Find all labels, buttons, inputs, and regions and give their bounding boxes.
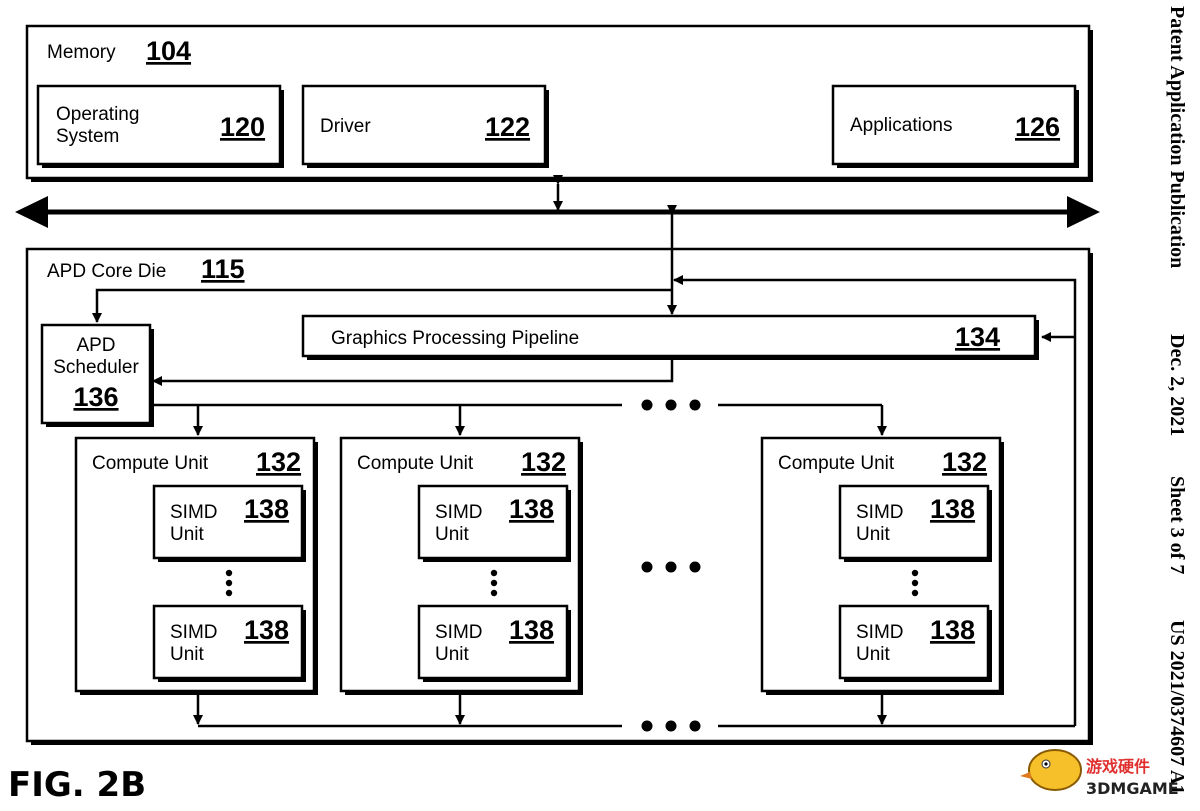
compute-unit-2: Compute Unit 132 SIMD Unit 138 SIMD Unit… [339,436,583,695]
simd-unit-ref: 138 [244,615,289,645]
ellipsis-dot [225,569,233,577]
simd-unit-label-line2: Unit [435,524,470,545]
graphics-pipeline-box: Graphics Processing Pipeline 134 [301,314,1039,360]
ellipsis-dot [911,569,919,577]
simd-unit-label-line2: Unit [435,644,470,665]
simd-unit-box: SIMD Unit 138 [417,484,571,562]
simd-unit-label-line1: SIMD [435,622,483,643]
ellipsis-dot [225,579,233,587]
simd-unit-ref: 138 [244,494,289,524]
compute-unit-ref: 132 [256,447,301,477]
ellipsis-dot [490,579,498,587]
ellipsis-dot [641,561,653,573]
simd-unit-ref: 138 [930,615,975,645]
compute-unit-3: Compute Unit 132 SIMD Unit 138 SIMD Unit… [760,436,1004,695]
feedback-bus [193,337,1077,732]
watermark-text-cn: 游戏硬件 [1086,757,1150,776]
apd-core-ref: 115 [201,254,245,284]
simd-unit-label-line1: SIMD [856,622,904,643]
operating-system-label-line2: System [56,126,119,147]
header-publication: Patent Application Publication [1166,6,1188,268]
system-bus [15,175,1100,228]
apd-core-label: APD Core Die [47,261,166,282]
operating-system-label-line1: Operating [56,104,139,125]
dispatch-lines [153,399,887,436]
ellipsis-dot [490,569,498,577]
ellipsis-dot [225,589,233,597]
operating-system-box: Operating System 120 [36,84,284,168]
apd-scheduler-ref: 136 [73,382,118,412]
simd-unit-label-line1: SIMD [435,502,483,523]
simd-unit-box: SIMD Unit 138 [417,604,571,682]
compute-unit-label: Compute Unit [778,453,895,474]
simd-unit-label-line2: Unit [856,644,891,665]
figure-label: FIG. 2B [8,765,146,805]
applications-box: Applications 126 [831,84,1079,168]
watermark-text-en: 3DMGAME [1086,779,1179,798]
simd-unit-box: SIMD Unit 138 [152,604,306,682]
driver-ref: 122 [485,112,530,142]
graphics-pipeline-label: Graphics Processing Pipeline [331,328,579,349]
ellipsis-dot [665,399,677,411]
simd-unit-ref: 138 [509,494,554,524]
simd-unit-label-line1: SIMD [170,622,218,643]
compute-unit-ellipsis [641,561,701,573]
ellipsis-dot [641,720,653,732]
memory-label: Memory [47,42,116,63]
apd-scheduler-label-line1: APD [76,335,115,356]
ellipsis-dot [689,561,701,573]
compute-unit-ref: 132 [942,447,987,477]
simd-unit-box: SIMD Unit 138 [152,484,306,562]
header-date: Dec. 2, 2021 [1166,334,1188,436]
ellipsis-dot [689,720,701,732]
operating-system-ref: 120 [220,112,265,142]
ellipsis-dot [689,399,701,411]
driver-box: Driver 122 [301,84,549,168]
compute-unit-1: Compute Unit 132 SIMD Unit 138 SIMD Unit… [74,436,318,695]
simd-unit-label-line1: SIMD [856,502,904,523]
header-sheet: Sheet 3 of 7 [1166,476,1188,574]
compute-unit-label: Compute Unit [92,453,209,474]
bus-connectors [92,205,1077,386]
memory-ref: 104 [146,36,191,66]
simd-unit-box: SIMD Unit 138 [838,604,992,682]
simd-unit-label-line2: Unit [856,524,891,545]
applications-label: Applications [850,115,952,136]
applications-ref: 126 [1015,112,1060,142]
watermark-logo: 游戏硬件 3DMGAME [1020,749,1179,798]
ellipsis-dot [665,720,677,732]
ellipsis-dot [665,561,677,573]
apd-scheduler-box: APD Scheduler 136 [40,323,154,427]
ellipsis-dot [490,589,498,597]
duck-icon [1028,749,1082,791]
simd-unit-ref: 138 [930,494,975,524]
ellipsis-dot [911,589,919,597]
ellipsis-dot [911,579,919,587]
apd-scheduler-label-line2: Scheduler [53,357,139,378]
simd-unit-label-line1: SIMD [170,502,218,523]
driver-label: Driver [320,116,371,137]
simd-unit-label-line2: Unit [170,524,205,545]
memory-block: Memory 104 Operating System 120 Driver 1… [25,24,1093,182]
simd-unit-box: SIMD Unit 138 [838,484,992,562]
patent-header: Patent Application Publication Dec. 2, 2… [1166,6,1188,794]
compute-unit-label: Compute Unit [357,453,474,474]
compute-unit-ref: 132 [521,447,566,477]
ellipsis-dot [641,399,653,411]
header-number: US 2021/0374607 A1 [1166,620,1188,794]
simd-unit-label-line2: Unit [170,644,205,665]
simd-unit-ref: 138 [509,615,554,645]
graphics-pipeline-ref: 134 [955,322,1000,352]
